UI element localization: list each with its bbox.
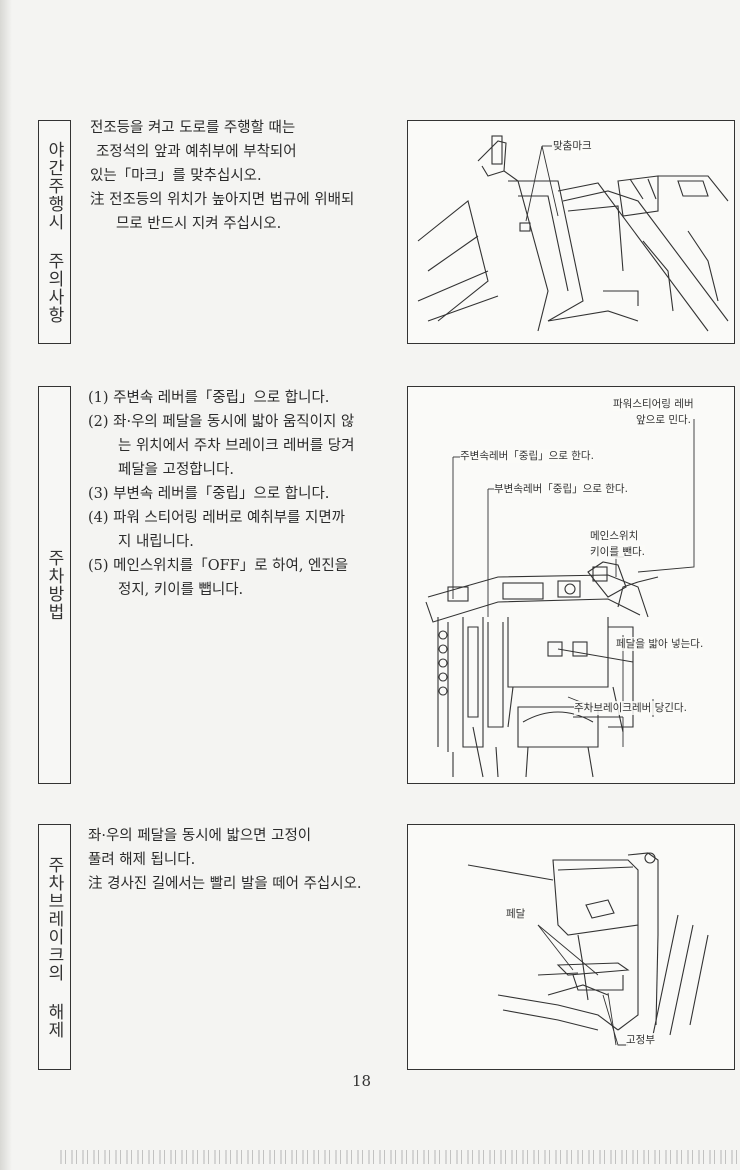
figure-label: 페달: [506, 907, 526, 921]
section-heading-night-driving: 야간주행시 주의사항: [38, 120, 71, 344]
cockpit-illustration: [425, 419, 695, 778]
figure-label: 키이를 뺀다.: [590, 545, 645, 559]
section-body-brake-release: 좌·우의 페달을 동시에 밟으면 고정이 풀려 해제 됩니다. 注 경사진 길에…: [88, 824, 363, 896]
body-line: 전조등을 켜고 도로를 주행할 때는: [90, 120, 296, 136]
figure-label: 앞으로 민다.: [636, 413, 691, 427]
figure-brake-pedals: 페달 고정부: [407, 824, 735, 1070]
body-line: 좌·우의 페달을 동시에 밟으면 고정이: [88, 828, 312, 844]
body-line: 있는「마크」를 맞추십시오.: [90, 168, 262, 184]
section-body-parking: (1) 주변속 레버를「중립」으로 합니다. (2) 좌·우의 페달을 동시에 …: [88, 386, 358, 602]
figure-alignment-mark: 맞춤마크: [407, 120, 735, 344]
figure-label: 주변속레버「중립」으로 한다.: [460, 449, 594, 463]
figure-parking-controls: 파워스티어링 레버 앞으로 민다. 주변속레버「중립」으로 한다. 부변속레버「…: [407, 386, 735, 784]
body-line: 조정석의 앞과 예취부에 부착되어: [96, 144, 297, 160]
section-heading-brake-release: 주차브레이크의 해제: [38, 824, 71, 1070]
figure-label: 파워스티어링 레버: [613, 397, 694, 411]
figure-label: 맞춤마크: [553, 139, 592, 153]
page-edge-shadow: [0, 0, 12, 1170]
step-item: (2) 좌·우의 페달을 동시에 밟아 움직이지 않는 위치에서 주차 브레이크…: [88, 414, 355, 478]
figure-label: 고정부: [626, 1033, 655, 1047]
step-item: (4) 파워 스티어링 레버로 예취부를 지면까지 내립니다.: [88, 510, 346, 550]
step-item: (1) 주변속 레버를「중립」으로 합니다.: [88, 390, 330, 406]
pedal-illustration: [467, 852, 709, 1046]
page-number: 18: [352, 1072, 372, 1090]
step-item: (3) 부변속 레버를「중립」으로 합니다.: [88, 486, 330, 502]
section-heading-text: 주차브레이크의 해제: [44, 855, 64, 1039]
figure-label: 주차브레이크레버 당긴다.: [574, 701, 687, 715]
figure-label: 메인스위치: [590, 529, 639, 543]
section-heading-text: 주차방법: [44, 549, 64, 621]
step-item: (5) 메인스위치를「OFF」로 하여, 엔진을 정지, 키이를 뺍니다.: [88, 558, 349, 598]
section-heading-text: 야간주행시 주의사항: [44, 140, 64, 324]
figure-label: 부변속레버「중립」으로 한다.: [494, 482, 628, 496]
section-body-night-driving: 전조등을 켜고 도로를 주행할 때는 조정석의 앞과 예취부에 부착되어 있는「…: [90, 116, 360, 236]
section-heading-parking: 주차방법: [38, 386, 71, 784]
caution-note: 注 경사진 길에서는 빨리 발을 떼어 주십시오.: [88, 876, 362, 892]
cab-illustration: [417, 135, 729, 332]
scan-artifact-strip: [60, 1150, 740, 1164]
caution-note: 注 전조등의 위치가 높아지면 법규에 위배되므로 반드시 지켜 주십시오.: [90, 192, 355, 232]
body-line: 풀려 해제 됩니다.: [88, 852, 196, 868]
figure-label: 페달을 밟아 넣는다.: [616, 637, 704, 651]
